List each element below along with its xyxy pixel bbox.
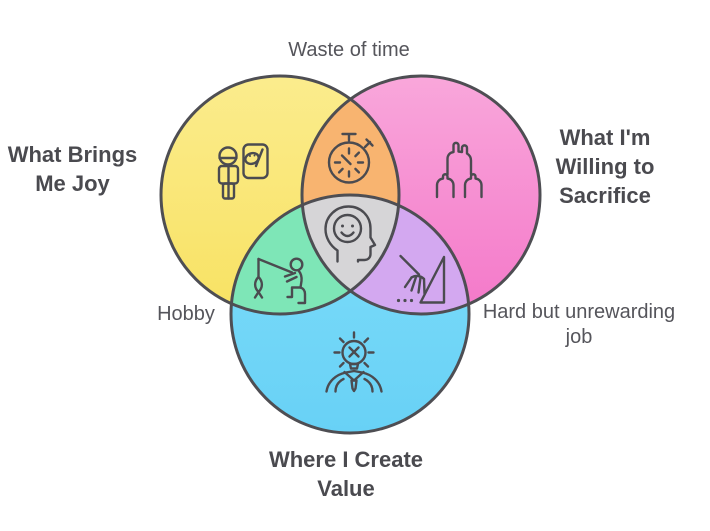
joy-title: What Brings Me Joy [8, 140, 138, 198]
sacrifice-title: What I'm Willing to Sacrifice [556, 123, 655, 210]
idea-person-icon [325, 331, 383, 393]
mind-smiley-icon [324, 205, 377, 263]
sacrifice-circle-outline [300, 74, 542, 316]
waste-of-time-text: Waste of time [288, 39, 410, 61]
joy-title-line2: Me Joy [35, 171, 110, 196]
hard-job-line2: job [565, 326, 593, 348]
sweeping-broom-icon [396, 254, 446, 304]
hobby-text: Hobby [157, 303, 215, 325]
hard-job-line1: Hard but unrewarding [482, 301, 676, 323]
value-title-line2: Value [317, 476, 375, 501]
value-title-line1: Where I Create [268, 447, 424, 472]
fishing-icon [253, 257, 307, 305]
sacrifice-value-overlap [302, 195, 469, 314]
hard-job-label: Hard but unrewarding job [483, 300, 675, 350]
raised-fists-icon [435, 141, 483, 199]
sacrifice-title-line3: Sacrifice [559, 183, 651, 208]
value-circle-outline [229, 193, 471, 435]
value-title: Where I Create Value [269, 445, 423, 503]
sacrifice-title-line1: What I'm [559, 125, 651, 150]
joy-circle-outline [159, 74, 401, 316]
painting-artist-icon [217, 143, 269, 200]
joy-value-overlap [231, 195, 399, 314]
joy-title-line1: What Brings [7, 142, 138, 167]
hobby-label: Hobby [157, 302, 215, 327]
stopwatch-icon [327, 132, 374, 184]
waste-of-time-label: Waste of time [288, 38, 410, 63]
sacrifice-title-line2: Willing to [555, 154, 655, 179]
